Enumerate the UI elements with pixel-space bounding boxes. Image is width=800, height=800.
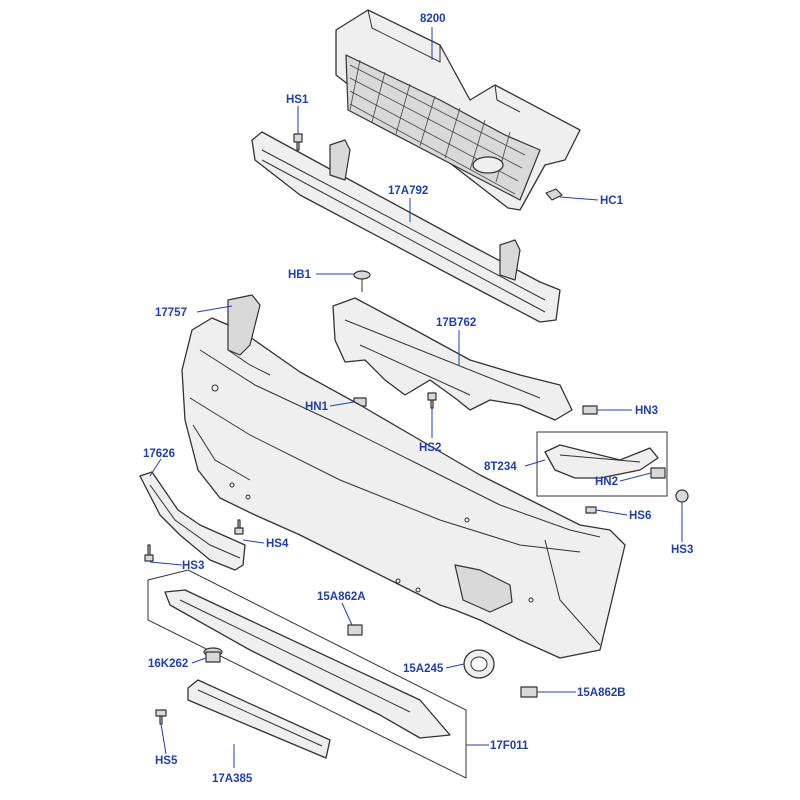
bumper-cover-part <box>181 294 626 659</box>
callout-trim-17626: 17626 <box>143 448 175 460</box>
callout-bolt-hb1: HB1 <box>288 269 312 281</box>
callout-nut-hn2: HN2 <box>595 476 618 488</box>
callout-screw-hs3-right: HS3 <box>671 544 693 556</box>
bracket-8t234-part <box>544 444 659 479</box>
callout-screw-hs4: HS4 <box>266 538 289 550</box>
grille-part <box>335 9 581 211</box>
screw-hs3-left-part <box>144 544 154 562</box>
clip-hc1-part <box>545 188 563 201</box>
reinforcement-part <box>251 131 561 323</box>
bracket-part <box>332 297 573 421</box>
nut-hn2-part <box>650 467 666 479</box>
callout-bracket: 17B762 <box>436 317 476 329</box>
spoiler-17f011-frame <box>147 569 467 779</box>
callout-screw-hs3-left: HS3 <box>182 560 204 572</box>
ring-15a245-part <box>463 649 495 679</box>
trim-17626-part <box>139 471 246 571</box>
callout-fastener-16k262: 16K262 <box>148 658 188 670</box>
nut-hn3-part <box>582 405 598 415</box>
spoiler-17f011-part <box>164 589 451 739</box>
clip-15a862a-part <box>347 624 363 636</box>
plate-17a385-part <box>187 679 331 759</box>
screw-hs1-part <box>293 133 303 151</box>
callout-clip-15a862b: 15A862B <box>577 687 626 699</box>
callout-nut-hn3: HN3 <box>635 405 658 417</box>
screw-hs6-part <box>585 506 597 514</box>
clip-15a862b-part <box>520 686 538 698</box>
callout-bracket-side: 8T234 <box>484 461 517 473</box>
callout-reinforcement: 17A792 <box>388 185 428 197</box>
leader-lines <box>149 27 683 768</box>
screw-hs4-part <box>234 519 244 535</box>
callout-nut-hn1: HN1 <box>305 401 329 413</box>
callout-clip-15a862a: 15A862A <box>317 591 366 603</box>
callout-spoiler-17f011: 17F011 <box>490 740 529 752</box>
callout-screw-hs2: HS2 <box>419 442 441 454</box>
callout-grille: 8200 <box>420 13 446 25</box>
callout-screw-hs1: HS1 <box>286 94 309 106</box>
screw-hs2-part <box>427 392 437 409</box>
callout-plate-17a385: 17A385 <box>212 773 253 785</box>
callout-screw-hs5: HS5 <box>155 755 178 767</box>
callout-bumper-cover: 17757 <box>155 307 187 319</box>
fastener-16k262-part <box>203 647 223 663</box>
bolt-hb1-part <box>353 270 371 292</box>
callout-ring-15a245: 15A245 <box>403 663 444 675</box>
callout-screw-hs6: HS6 <box>629 510 651 522</box>
screw-hs3-right-part <box>675 489 689 503</box>
callout-clip-hc1: HC1 <box>600 195 624 207</box>
bracket-8t234-frame <box>536 431 668 497</box>
screw-hs5-part <box>155 709 167 725</box>
